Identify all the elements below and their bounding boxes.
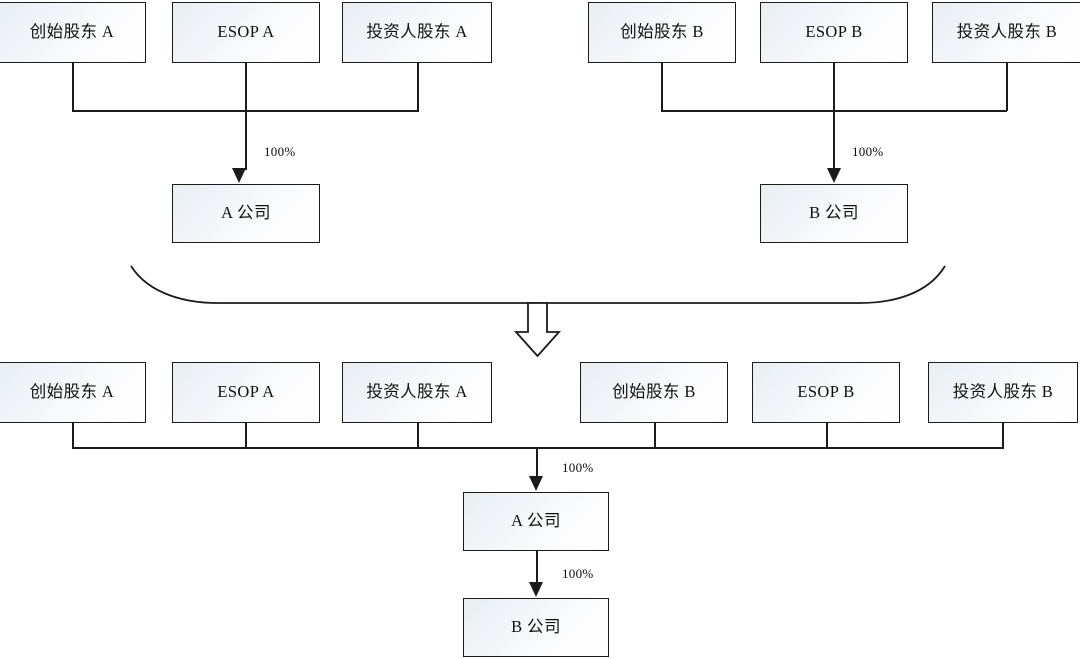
bus-shareholders-after bbox=[72, 447, 1004, 449]
stub-investor-b-before bbox=[1006, 63, 1008, 111]
ownership-label-group-a-before: 100% bbox=[264, 144, 296, 159]
node-label: 投资人股东 A bbox=[366, 22, 468, 42]
node-label: ESOP A bbox=[217, 22, 275, 42]
node-parent-company-after[interactable]: A 公司 bbox=[463, 492, 609, 551]
stub-esop-b-after bbox=[826, 423, 828, 448]
node-founder-shareholder-b-after[interactable]: 创始股东 B bbox=[580, 362, 728, 423]
node-label: 投资人股东 B bbox=[952, 382, 1054, 402]
drop-group-b-before bbox=[833, 110, 835, 170]
stub-esop-a-before bbox=[245, 63, 247, 111]
stub-investor-b-after bbox=[1002, 423, 1004, 448]
node-esop-a-before[interactable]: ESOP A bbox=[172, 2, 320, 63]
stub-founder-a-after bbox=[72, 423, 74, 448]
node-label: A 公司 bbox=[221, 203, 271, 223]
drop-to-subsidiary-company-after bbox=[536, 551, 538, 585]
node-label: 投资人股东 B bbox=[956, 22, 1058, 42]
node-investor-shareholder-b-before[interactable]: 投资人股东 B bbox=[932, 2, 1080, 63]
drop-to-parent-company-after bbox=[536, 447, 538, 479]
node-esop-b-before[interactable]: ESOP B bbox=[760, 2, 908, 63]
stub-founder-b-before bbox=[661, 63, 663, 111]
node-label: 投资人股东 A bbox=[366, 382, 468, 402]
ownership-label-subsidiary-after: 100% bbox=[562, 566, 594, 581]
stub-founder-a-before bbox=[72, 63, 74, 111]
node-label: ESOP A bbox=[217, 382, 275, 402]
node-label: 创始股东 A bbox=[29, 382, 115, 402]
node-company-a-before[interactable]: A 公司 bbox=[172, 184, 320, 243]
node-label: 创始股东 A bbox=[29, 22, 115, 42]
node-label: 创始股东 B bbox=[612, 382, 696, 402]
node-investor-shareholder-b-after[interactable]: 投资人股东 B bbox=[928, 362, 1078, 423]
node-esop-a-after[interactable]: ESOP A bbox=[172, 362, 320, 423]
stub-esop-b-before bbox=[833, 63, 835, 111]
arrowhead-top-left bbox=[232, 168, 246, 183]
stub-founder-b-after bbox=[654, 423, 656, 448]
node-esop-b-after[interactable]: ESOP B bbox=[752, 362, 900, 423]
node-label: B 公司 bbox=[809, 203, 859, 223]
node-company-b-before[interactable]: B 公司 bbox=[760, 184, 908, 243]
node-investor-shareholder-a-after[interactable]: 投资人股东 A bbox=[342, 362, 492, 423]
node-label: ESOP B bbox=[797, 382, 855, 402]
transition-down-arrow bbox=[513, 302, 562, 358]
arrowhead-top-right bbox=[827, 168, 841, 183]
stub-investor-a-after bbox=[417, 423, 419, 448]
node-label: B 公司 bbox=[511, 617, 561, 637]
node-founder-shareholder-a-after[interactable]: 创始股东 A bbox=[0, 362, 146, 423]
node-label: A 公司 bbox=[511, 511, 561, 531]
stub-esop-a-after bbox=[245, 423, 247, 448]
node-investor-shareholder-a-before[interactable]: 投资人股东 A bbox=[342, 2, 492, 63]
drop-group-a-before bbox=[245, 110, 247, 170]
ownership-label-parent-after: 100% bbox=[562, 460, 594, 475]
ownership-label-group-b-before: 100% bbox=[852, 144, 884, 159]
node-label: 创始股东 B bbox=[620, 22, 704, 42]
stub-investor-a-before bbox=[417, 63, 419, 111]
node-label: ESOP B bbox=[805, 22, 863, 42]
node-founder-shareholder-a-before[interactable]: 创始股东 A bbox=[0, 2, 146, 63]
node-subsidiary-company-after[interactable]: B 公司 bbox=[463, 598, 609, 657]
node-founder-shareholder-b-before[interactable]: 创始股东 B bbox=[588, 2, 736, 63]
merge-brace bbox=[130, 265, 946, 304]
